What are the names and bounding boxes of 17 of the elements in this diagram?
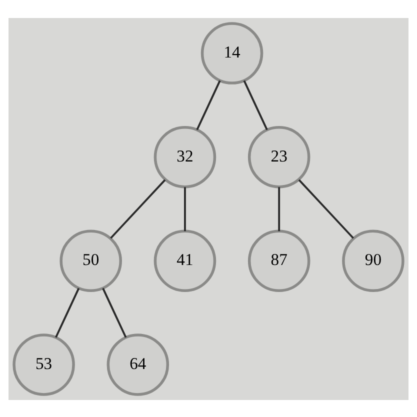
node-circle: 23 [248, 125, 310, 188]
node-circle: 53 [12, 333, 75, 396]
connector [110, 178, 166, 238]
connector [298, 178, 354, 238]
node-circle: 14 [200, 22, 264, 84]
node-circle: 64 [106, 333, 170, 396]
connector [243, 80, 268, 130]
connector [196, 80, 221, 130]
node-circle: 50 [60, 229, 122, 292]
node-circle: 90 [342, 229, 404, 292]
node-circle: 41 [154, 229, 216, 292]
connector [55, 287, 80, 338]
node-circle: 32 [154, 125, 216, 188]
connector [184, 186, 186, 231]
connector [278, 186, 280, 231]
node-circle: 87 [248, 229, 310, 292]
connector [102, 287, 127, 338]
